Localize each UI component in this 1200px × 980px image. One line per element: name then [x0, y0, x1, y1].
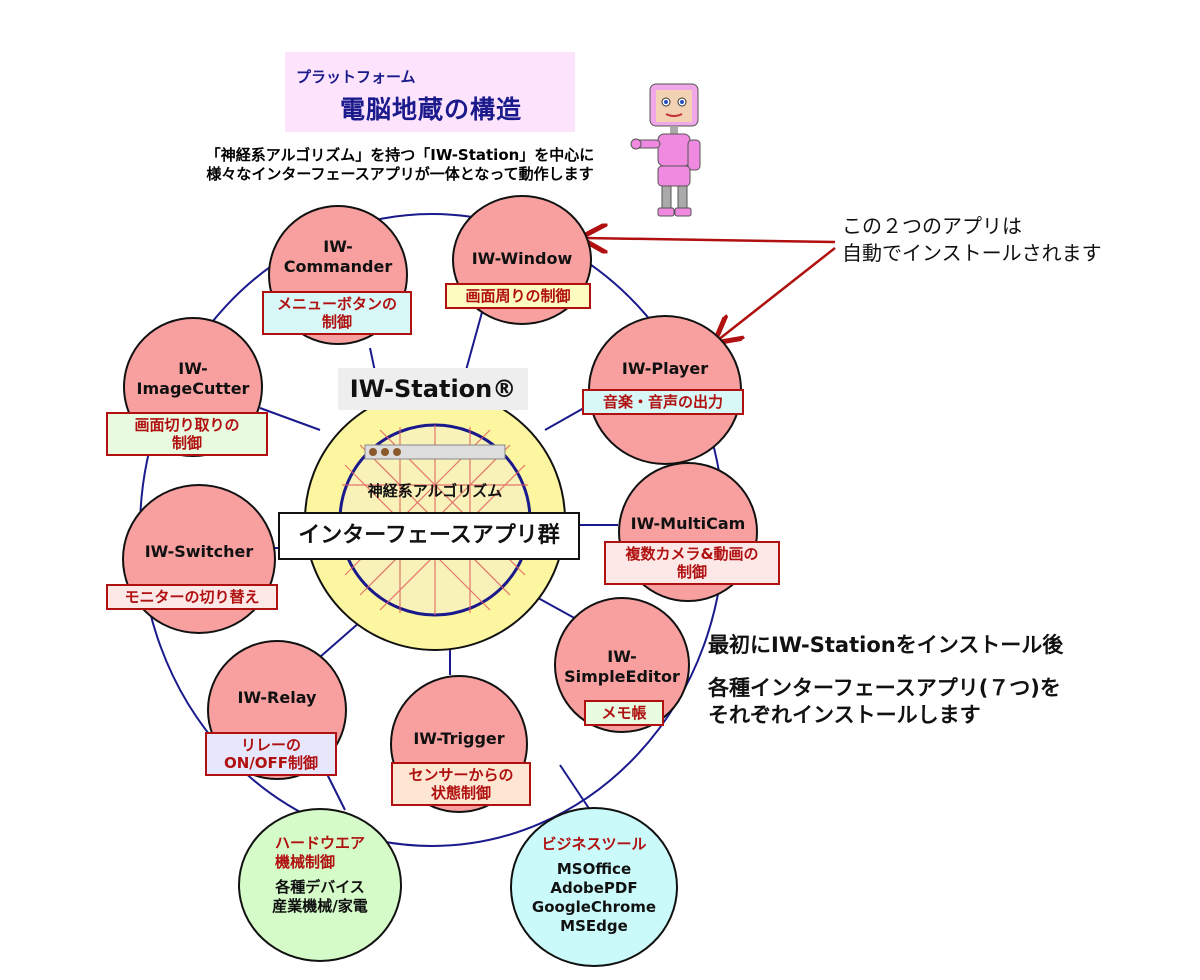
neuro-algorithm-label: 神経系アルゴリズム: [367, 482, 503, 500]
app-name-line-1: IW-: [607, 647, 637, 666]
business-item: MSEdge: [560, 917, 628, 935]
app-desc-switcher: モニターの切り替え: [106, 584, 278, 610]
business-item: GoogleChrome: [531, 898, 657, 916]
annotation-arrows: [585, 238, 836, 340]
subtitle-line-1: 「神経系アルゴリズム」を持つ「IW-Station」を中心に: [205, 146, 595, 164]
robot-mascot-icon: [630, 83, 701, 217]
note-line-1: この２つのアプリは: [842, 214, 1022, 238]
platform-label: プラットフォーム: [296, 68, 416, 86]
desc-line-1: センサーからの: [408, 766, 514, 784]
title-panel: [285, 52, 575, 132]
station-name: IW-Station®: [338, 368, 528, 410]
hardware-title-1: ハードウエア: [274, 834, 365, 852]
hardware-body-1: 各種デバイス: [275, 878, 365, 896]
desc-line-1: 画面切り取りの: [134, 416, 240, 434]
app-name-line-2: Commander: [283, 257, 393, 276]
page-title: 電脳地蔵の構造: [340, 95, 523, 124]
app-name-line-1: IW-: [178, 359, 208, 378]
desc-line-2: 制御: [676, 563, 707, 581]
app-name: IW-MultiCam: [630, 514, 746, 533]
note-line-2: 自動でインストールされます: [842, 241, 1102, 265]
app-desc-relay: リレーの ON/OFF制御: [205, 732, 337, 776]
app-name-line-1: IW-: [323, 237, 353, 256]
desc-line-2: 制御: [171, 434, 202, 452]
interface-apps-label: インターフェースアプリ群: [278, 512, 580, 560]
subtitle-line-2: 様々なインターフェースアプリが一体となって動作します: [206, 165, 594, 183]
app-name: IW-Player: [621, 359, 709, 378]
business-item: MSOffice: [556, 860, 632, 878]
hardware-body-2: 産業機械/家電: [272, 897, 368, 915]
instruction-line-3: それぞれインストールします: [708, 703, 981, 727]
app-name: IW-Switcher: [144, 542, 254, 561]
app-name: IW-Window: [471, 249, 573, 268]
install-instructions: 最初にIW-Stationをインストール後 各種インターフェースアプリ(７つ)を…: [708, 632, 1063, 729]
app-name-line-2: SimpleEditor: [564, 667, 680, 686]
desc-line-2: 状態制御: [430, 784, 491, 802]
instruction-spacer: [708, 659, 1063, 675]
app-desc-window: 画面周りの制御: [445, 283, 591, 309]
subtitle: 「神経系アルゴリズム」を持つ「IW-Station」を中心に 様々なインターフェ…: [150, 146, 650, 184]
app-desc-player: 音楽・音声の出力: [582, 389, 744, 415]
desc-line-2: 制御: [321, 313, 352, 331]
instruction-line-1: 最初にIW-Stationをインストール後: [708, 633, 1064, 657]
desc-line-1: メニューボタンの: [276, 295, 397, 313]
business-item: AdobePDF: [550, 879, 638, 897]
app-name-line-2: ImageCutter: [136, 379, 250, 398]
app-desc-imagecutter: 画面切り取りの 制御: [106, 412, 268, 456]
app-node-switcher: IW-Switcher: [122, 484, 276, 634]
desc-line-2: ON/OFF制御: [223, 754, 319, 772]
app-name: IW-Relay: [237, 688, 317, 707]
app-name: IW-Trigger: [413, 729, 505, 748]
hardware-title-2: 機械制御: [274, 853, 335, 871]
app-desc-simpleeditor: メモ帳: [584, 700, 664, 726]
business-title: ビジネスツール: [541, 835, 647, 853]
instruction-line-2: 各種インターフェースアプリ(７つ)を: [708, 676, 1061, 700]
auto-install-note: この２つのアプリは 自動でインストールされます: [842, 213, 1102, 267]
app-desc-trigger: センサーからの 状態制御: [391, 762, 531, 806]
app-desc-multicam: 複数カメラ&動画の 制御: [604, 541, 780, 585]
desc-line-1: リレーの: [240, 736, 301, 754]
app-desc-commander: メニューボタンの 制御: [262, 291, 412, 335]
business-tools-node: ビジネスツール MSOffice AdobePDF GoogleChrome M…: [510, 807, 678, 967]
hardware-node: ハードウエア 機械制御 各種デバイス 産業機械/家電: [238, 808, 402, 962]
desc-line-1: 複数カメラ&動画の: [625, 545, 759, 563]
